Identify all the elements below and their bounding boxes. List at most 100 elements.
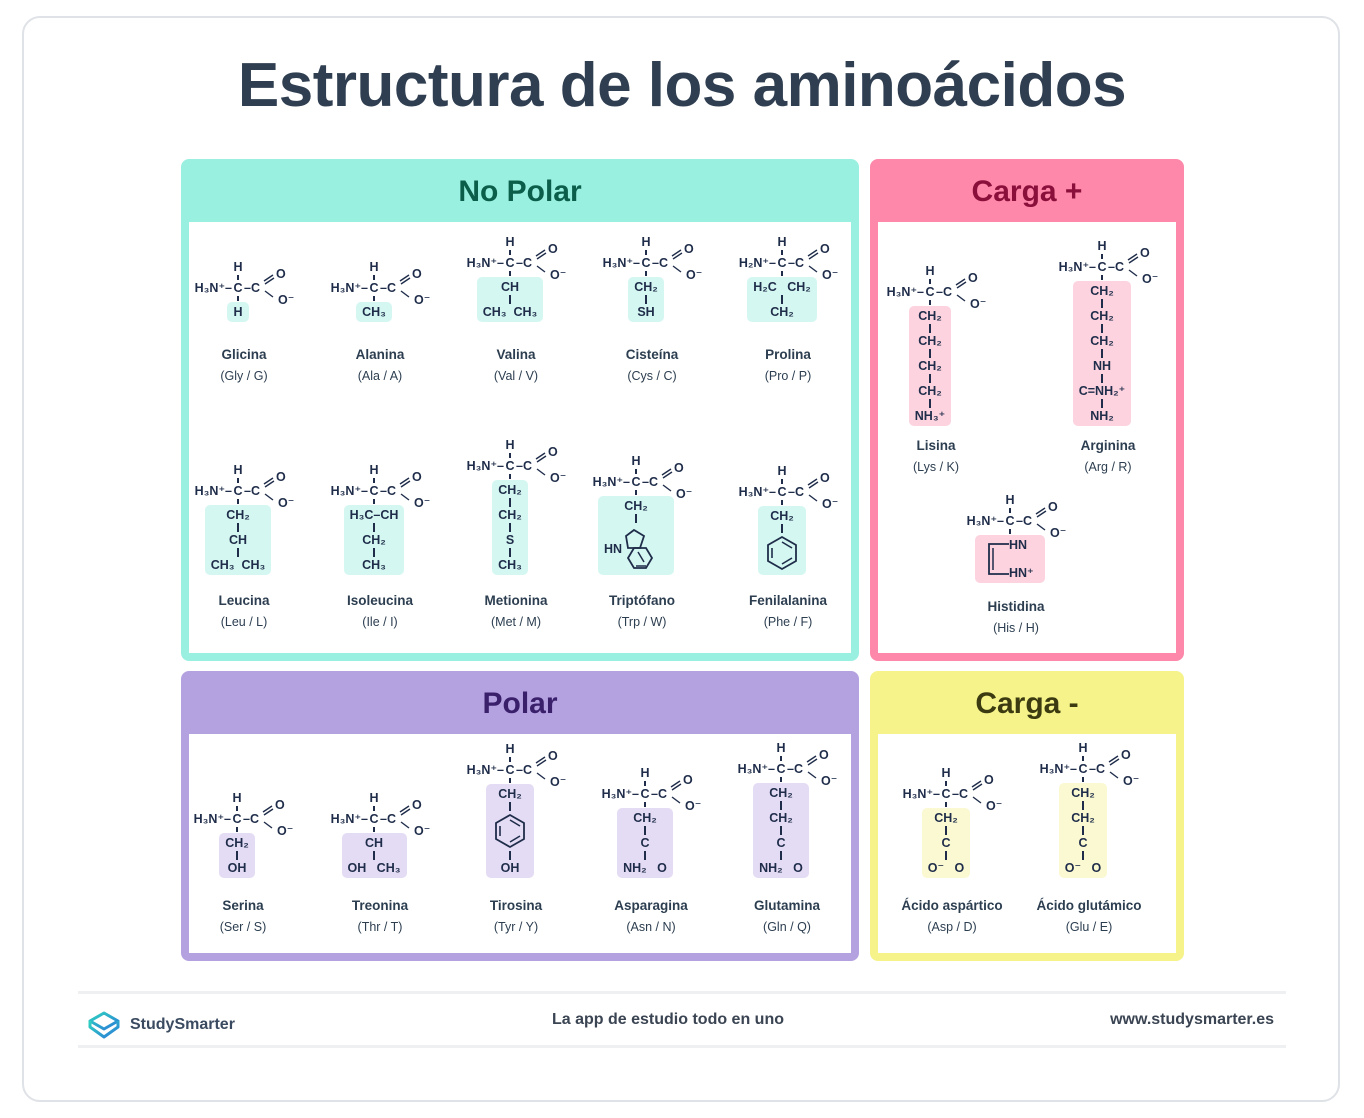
oxygen-negative: O⁻ — [277, 824, 294, 838]
side-chain-group: CH₂ — [769, 786, 793, 800]
bond — [373, 498, 375, 505]
amino-group: H₃N⁺– — [602, 256, 640, 270]
alpha-carbon: C — [233, 484, 243, 498]
spacer — [884, 264, 924, 278]
bond — [929, 399, 931, 408]
side-chain-group: OH CH₃ — [347, 861, 401, 875]
spacer — [1037, 741, 1077, 755]
brand-name: StudySmarter — [130, 1016, 235, 1033]
amino-acid-name: Ácido aspártico — [901, 898, 1003, 913]
side-chain-group: NH₂ — [1090, 409, 1114, 423]
alpha-hydrogen: H — [505, 235, 515, 249]
amino-acid-code: (Asp / D) — [927, 920, 977, 934]
ring-label: HN⁺ — [1009, 566, 1034, 580]
bond — [509, 498, 511, 507]
oxygen-negative: O⁻ — [414, 293, 431, 307]
alpha-carbon: C — [941, 787, 951, 801]
amino-acid-name: Histidina — [987, 599, 1045, 614]
side-chain-group: O⁻ O — [1064, 861, 1102, 875]
spacer — [464, 473, 504, 480]
alpha-carbon: C — [505, 459, 515, 473]
side-chain-group: H₃C–CH — [349, 508, 399, 522]
bond — [373, 826, 375, 833]
spacer — [900, 780, 940, 787]
oxygen: O — [275, 798, 285, 812]
side-chain-group: CH₂ — [624, 499, 648, 513]
spacer — [328, 805, 368, 812]
amino-group: H₃N⁺– — [1039, 762, 1077, 776]
amino-group: H₃N⁺– — [738, 485, 776, 499]
bond — [644, 851, 646, 860]
bond — [929, 278, 931, 285]
oxygen-negative: O⁻ — [676, 487, 693, 501]
spacer — [884, 299, 924, 306]
amino-acid-name: Ácido glutámico — [1036, 898, 1142, 913]
side-chain-group: O⁻ O — [927, 861, 965, 875]
bond — [509, 802, 511, 811]
bond — [644, 780, 646, 787]
oxygen-negative: O⁻ — [550, 268, 567, 282]
bond — [780, 755, 782, 762]
amino-group: H₃N⁺– — [466, 459, 504, 473]
side-chain-group: CH₂ — [918, 359, 942, 373]
amino-group: H₃N⁺– — [886, 285, 924, 299]
amino-acid-code: (Glu / E) — [1065, 920, 1113, 934]
amino-acid-code: (Leu / L) — [220, 615, 268, 629]
oxygen: O — [820, 242, 830, 256]
side-chain-group: CH₂ — [1090, 309, 1114, 323]
spacer — [192, 463, 232, 477]
spacer — [191, 826, 231, 833]
oxygen: O — [984, 773, 994, 787]
amino-group: H₃N⁺– — [902, 787, 940, 801]
spacer — [735, 741, 775, 755]
spacer — [192, 477, 232, 484]
bond — [1009, 507, 1011, 514]
bond — [1101, 399, 1103, 408]
side-chain-group: CH₂ — [934, 811, 958, 825]
carboxyl-carbon: –C — [380, 484, 396, 498]
amino-acid-code: (His / H) — [993, 621, 1039, 635]
side-chain-group: NH₂ O — [623, 861, 667, 875]
side-chain-group: CH₂ — [634, 280, 658, 294]
amino-group: H₃N⁺– — [466, 763, 504, 777]
amino-acid-code: (Thr / T) — [357, 920, 403, 934]
amino-acid-name: Arginina — [1080, 438, 1136, 453]
alpha-carbon: C — [232, 812, 242, 826]
side-chain-group: CH₂ — [498, 483, 522, 497]
bond — [644, 826, 646, 835]
bond — [236, 851, 238, 860]
bond — [780, 776, 782, 783]
oxygen-negative: O⁻ — [278, 496, 295, 510]
oxygen: O — [820, 471, 830, 485]
spacer — [787, 783, 827, 878]
amino-acid-code: (Tyr / Y) — [493, 920, 539, 934]
alpha-carbon: C — [641, 256, 651, 270]
bond — [373, 851, 375, 860]
spacer — [1108, 281, 1148, 426]
side-chain-group: CH₂ — [918, 309, 942, 323]
infographic-frame — [22, 16, 1340, 1102]
side-chain: CH₂ — [758, 506, 806, 575]
ring-benzene — [764, 534, 800, 572]
